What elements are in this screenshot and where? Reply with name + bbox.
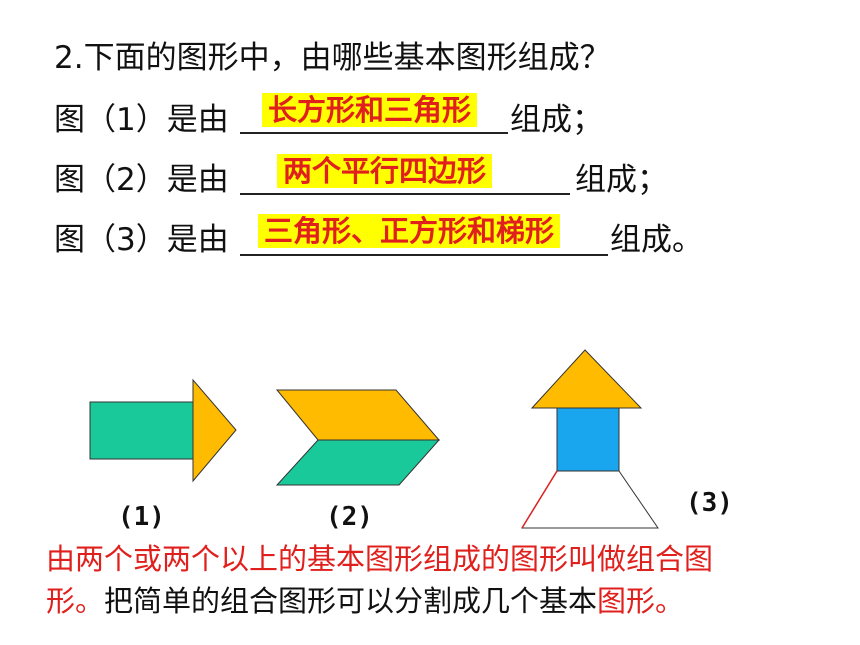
figure-2 xyxy=(275,389,441,486)
figure-2-parallelogram-bottom xyxy=(275,439,441,486)
question-title: 2.下面的图形中，由哪些基本图形组成？ xyxy=(54,40,611,76)
item-2-blank xyxy=(240,193,570,195)
figure-3-label: (3) xyxy=(686,488,733,518)
item-2-answer: 两个平行四边形 xyxy=(277,154,493,188)
item-3-suffix: 组成。 xyxy=(610,222,703,258)
item-3-prefix: 图（3）是由 xyxy=(54,222,229,258)
figure-3-trapezoid-edge-left xyxy=(521,470,558,529)
item-3-answer: 三角形、正方形和梯形 xyxy=(258,214,561,248)
item-1-prefix: 图（1）是由 xyxy=(54,102,229,138)
definition-line-2: 形。把简单的组合图形可以分割成几个基本图形。 xyxy=(46,580,684,622)
figure-3-trapezoid xyxy=(521,470,659,529)
item-1-blank xyxy=(240,132,508,134)
item-3-blank xyxy=(240,254,608,256)
figure-1-triangle xyxy=(192,378,237,483)
figure-2-parallelogram-top xyxy=(275,389,441,441)
definition-red-3: 图形。 xyxy=(597,584,685,618)
figure-3-triangle xyxy=(530,349,643,409)
item-2-prefix: 图（2）是由 xyxy=(54,162,229,198)
figure-3 xyxy=(521,349,659,529)
definition-dark: 把简单的组合图形可以分割成几个基本 xyxy=(104,584,598,618)
definition-line-1: 由两个或两个以上的基本图形组成的图形叫做组合图 xyxy=(46,542,714,576)
figure-1 xyxy=(89,378,237,483)
item-2-suffix: 组成； xyxy=(575,162,668,198)
figure-3-square xyxy=(556,407,620,472)
figure-1-label: (1) xyxy=(118,502,165,532)
item-1-answer: 长方形和三角形 xyxy=(262,93,478,127)
item-1-suffix: 组成； xyxy=(510,102,603,138)
figure-2-label: (2) xyxy=(326,502,373,532)
definition-red-2: 形。 xyxy=(46,584,105,618)
figure-1-rectangle xyxy=(89,401,195,460)
